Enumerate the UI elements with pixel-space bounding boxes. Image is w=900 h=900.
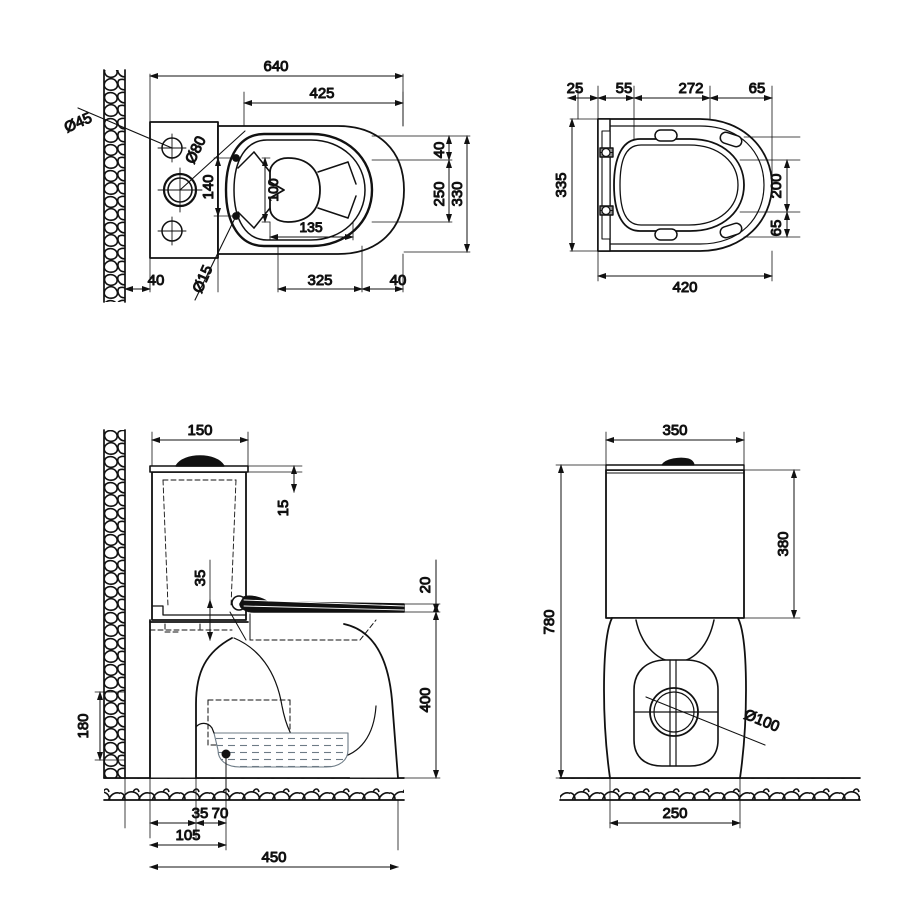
label-dia15: Ø15 <box>189 263 216 296</box>
label-seat-200: 200 <box>768 173 785 198</box>
label-40-wall-gap: 40 <box>148 272 165 289</box>
plan-wall-hatch <box>103 69 126 303</box>
seat-aperture <box>613 138 745 232</box>
label-425: 425 <box>309 85 334 102</box>
label-seat-65-front: 65 <box>749 80 766 97</box>
dim-40-bowl-offset: 40 <box>431 135 452 161</box>
dim-135: 135 <box>269 219 354 240</box>
front-elevation-view: Ø100 350 380 780 <box>541 422 861 829</box>
label-135: 135 <box>299 219 323 235</box>
dim-side-105: 105 <box>149 827 227 848</box>
dim-side-15: 15 <box>275 465 297 517</box>
label-side-105: 105 <box>175 827 200 844</box>
dim-side-450: 450 <box>149 849 399 870</box>
label-250: 250 <box>431 181 448 206</box>
dim-seat-65-front: 65 <box>709 80 773 101</box>
dim-40-front: 40 <box>361 272 407 292</box>
plan-view: Ø45 Ø80 Ø15 <box>61 58 471 303</box>
dim-side-400: 400 <box>417 611 439 779</box>
label-330: 330 <box>449 181 466 206</box>
label-front-380: 380 <box>775 531 792 556</box>
dim-side-35-rim: 35 <box>192 569 213 641</box>
side-cistern-body <box>149 455 249 621</box>
dim-front-380: 380 <box>775 469 797 619</box>
label-seat-25: 25 <box>567 80 584 97</box>
seat-hinge-pivot-bottom <box>599 205 614 216</box>
front-cistern-box <box>605 457 745 619</box>
label-side-450: 450 <box>261 849 286 866</box>
label-seat-335: 335 <box>553 172 570 197</box>
front-pan-body <box>603 617 747 779</box>
label-side-150: 150 <box>187 422 212 439</box>
dim-425: 425 <box>243 85 404 106</box>
label-front-250: 250 <box>662 805 687 822</box>
side-floor-hatch <box>103 777 405 801</box>
label-side-15: 15 <box>275 500 292 517</box>
label-seat-55: 55 <box>616 80 633 97</box>
dim-seat-272: 272 <box>633 80 711 101</box>
dim-seat-335: 335 <box>553 118 575 252</box>
front-extension-lines <box>555 431 801 829</box>
dim-side-20: 20 <box>417 559 439 613</box>
front-floor-hatch <box>559 777 861 801</box>
dim-side-35-wall: 35 <box>149 805 209 826</box>
dim-40-wall-gap: 40 <box>124 272 165 292</box>
dim-250: 250 <box>431 159 452 223</box>
label-seat-420: 420 <box>672 279 697 296</box>
dim-140: 140 <box>200 157 221 217</box>
seat-hinge-pivot-top <box>599 147 614 158</box>
seat-buffer-pads <box>654 129 743 241</box>
dim-front-350: 350 <box>605 422 745 443</box>
side-section-view: 150 15 35 20 400 180 <box>75 422 441 870</box>
dim-100: 100 <box>262 157 282 223</box>
label-seat-272: 272 <box>678 80 703 97</box>
label-front-780: 780 <box>541 609 558 634</box>
label-side-400: 400 <box>417 687 434 712</box>
side-pan-body <box>149 619 399 801</box>
plan-fixing-hole-bottom <box>157 216 187 246</box>
label-dia100: Ø100 <box>741 706 781 736</box>
label-side-180: 180 <box>75 713 92 738</box>
label-side-20: 20 <box>417 577 434 594</box>
dim-side-150: 150 <box>151 422 249 443</box>
dim-640: 640 <box>149 58 404 79</box>
seat-hinge-plate <box>597 118 611 252</box>
dim-side-180: 180 <box>75 691 103 761</box>
side-wall-hatch <box>103 429 126 779</box>
dim-side-70: 70 <box>195 805 229 826</box>
label-640: 640 <box>263 58 288 75</box>
label-side-35-wall: 35 <box>192 805 209 822</box>
label-side-35-rim: 35 <box>192 570 209 587</box>
dim-seat-55: 55 <box>597 80 635 101</box>
label-40-bowl-offset: 40 <box>431 142 448 159</box>
label-seat-65-edge: 65 <box>768 220 785 237</box>
label-side-70: 70 <box>212 805 229 822</box>
label-100: 100 <box>265 178 281 202</box>
dim-330: 330 <box>449 135 470 253</box>
dim-seat-65-edge: 65 <box>768 211 790 238</box>
label-front-350: 350 <box>662 422 687 439</box>
dim-front-250: 250 <box>609 805 741 826</box>
seat-plan-view: 25 55 272 65 420 335 200 <box>553 80 801 297</box>
label-40-front: 40 <box>390 272 407 289</box>
label-325: 325 <box>307 272 332 289</box>
dim-seat-25: 25 <box>566 80 599 101</box>
dim-front-780: 780 <box>541 464 564 779</box>
dim-325: 325 <box>277 272 363 292</box>
dim-seat-420: 420 <box>597 273 773 297</box>
dim-seat-200: 200 <box>768 159 790 213</box>
label-140: 140 <box>200 174 217 199</box>
